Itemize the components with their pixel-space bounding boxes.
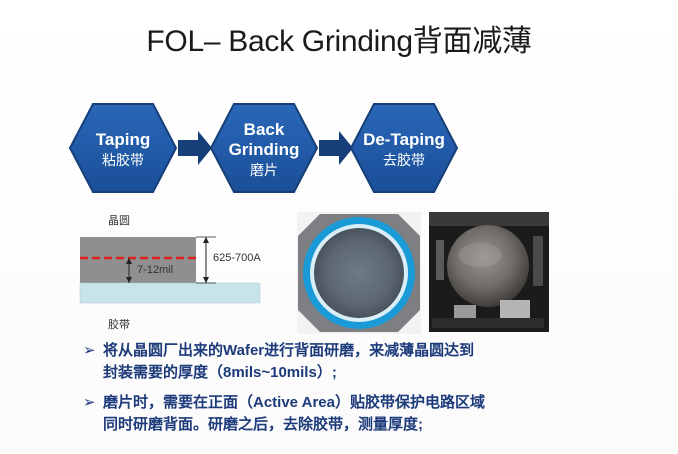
arrow-1 <box>178 131 212 165</box>
bullet-arrow-icon: ➢ <box>83 342 96 359</box>
wafer-frame-image <box>297 212 421 334</box>
step-back-grinding-en-2: Grinding <box>228 140 300 159</box>
step-back-grinding-cn: 磨片 <box>250 162 278 178</box>
hex-label-de-taping: De-Taping 去胶带 <box>349 130 459 170</box>
bullet-1-line-1: 将从晶圆厂出来的Wafer进行背面研磨，来减薄晶圆达到 <box>103 342 475 359</box>
step-taping-en: Taping <box>95 130 151 149</box>
bullet-2-line-1: 磨片时，需要在正面（Active Area）贴胶带保护电路区域 <box>103 394 485 411</box>
wafer-thickness-label: 625-700A <box>213 252 261 264</box>
wafer-disc <box>314 228 404 318</box>
step-back-grinding-en-1: Back <box>243 120 285 139</box>
tape-label: 胶带 <box>108 318 130 331</box>
thickness-arrow-down <box>203 277 209 283</box>
thickness-arrow-up <box>203 237 209 243</box>
photo-wafer <box>447 225 529 307</box>
grinding-machine-photo <box>429 212 549 332</box>
arrow-2 <box>319 131 353 165</box>
step-taping-cn: 粘胶带 <box>102 152 144 168</box>
step-de-taping-en: De-Taping <box>363 130 445 149</box>
grind-thickness-label: 7-12mil <box>137 264 174 276</box>
cross-section-diagram <box>79 236 261 304</box>
bullet-item: ➢ 将从晶圆厂出来的Wafer进行背面研磨，来减薄晶圆达到 封装需要的厚度（8m… <box>83 340 655 384</box>
grind-arrow-down <box>126 277 132 283</box>
wafer-label: 晶圆 <box>108 214 130 227</box>
hex-label-taping: Taping 粘胶带 <box>68 130 178 170</box>
wafer-layer <box>80 237 196 284</box>
hex-label-back-grinding: Back Grinding 磨片 <box>209 120 319 180</box>
page-title: FOL– Back Grinding背面减薄 <box>146 25 532 58</box>
bullet-1-line-2: 封装需要的厚度（8mils~10mils）; <box>103 364 337 381</box>
description-bullets: ➢ 将从晶圆厂出来的Wafer进行背面研磨，来减薄晶圆达到 封装需要的厚度（8m… <box>83 340 655 444</box>
tape-layer <box>79 282 261 304</box>
hex-step-back-grinding <box>209 103 319 193</box>
bullet-2-line-2: 同时研磨背面。研磨之后，去除胶带，测量厚度; <box>103 416 423 433</box>
bullet-item: ➢ 磨片时，需要在正面（Active Area）贴胶带保护电路区域 同时研磨背面… <box>83 392 655 436</box>
step-de-taping-cn: 去胶带 <box>383 152 425 168</box>
bullet-arrow-icon: ➢ <box>83 394 96 411</box>
hex-step-de-taping <box>349 103 459 193</box>
hex-step-taping <box>68 103 178 193</box>
grind-arrow-up <box>126 258 132 264</box>
